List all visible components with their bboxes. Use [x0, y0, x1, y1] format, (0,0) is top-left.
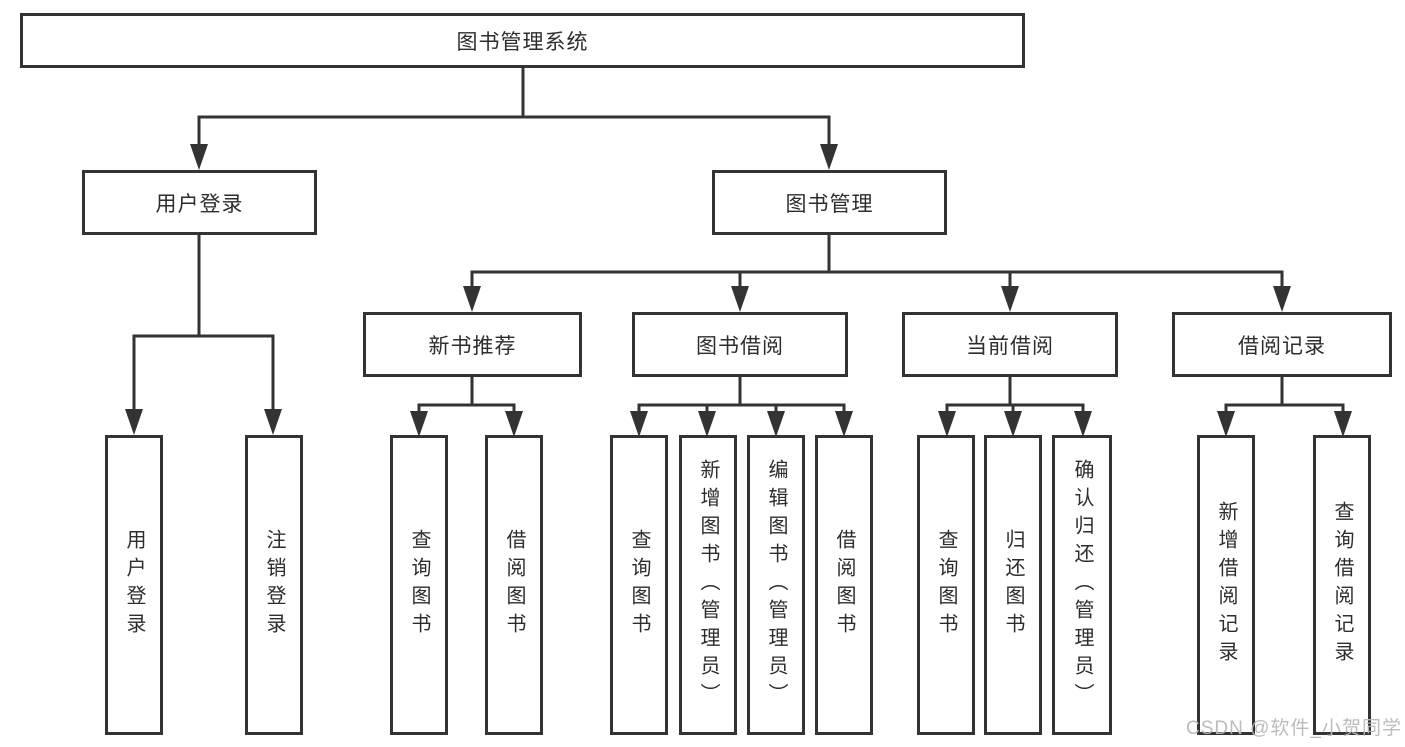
leaf-query-books-2: 查询图书 — [610, 435, 668, 735]
node-label: 图书管理 — [785, 192, 874, 216]
csdn-watermark: CSDN @软件_小贺同学 — [1186, 718, 1402, 739]
node-book-management: 图书管理 — [712, 170, 947, 235]
leaf-edit-books-admin: 编辑图书（管理员） — [747, 435, 805, 735]
leaf-label: 查询图书 — [408, 529, 430, 641]
leaf-add-borrow-record: 新增借阅记录 — [1197, 435, 1255, 735]
node-user-login: 用户登录 — [82, 170, 317, 235]
leaf-query-books-3: 查询图书 — [917, 435, 975, 735]
node-label: 当前借阅 — [966, 334, 1054, 358]
node-library-management-system: 图书管理系统 — [20, 13, 1025, 68]
node-label: 借阅记录 — [1238, 334, 1326, 358]
node-label: 新书推荐 — [428, 334, 517, 358]
leaf-label: 归还图书 — [1002, 529, 1024, 641]
node-label: 图书借阅 — [696, 334, 784, 358]
leaf-user-login: 用户登录 — [105, 435, 163, 735]
leaf-label: 新增图书（管理员） — [697, 459, 719, 711]
leaf-label: 借阅图书 — [833, 529, 855, 641]
node-borrowing-records: 借阅记录 — [1172, 312, 1392, 377]
leaf-return-books: 归还图书 — [984, 435, 1042, 735]
leaf-query-borrow-record: 查询借阅记录 — [1313, 435, 1371, 735]
leaf-label: 注销登录 — [263, 529, 285, 641]
node-label: 图书管理系统 — [456, 30, 589, 54]
leaf-label: 借阅图书 — [503, 529, 525, 641]
leaf-label: 查询图书 — [628, 529, 650, 641]
leaf-label: 查询图书 — [935, 529, 957, 641]
leaf-label: 查询借阅记录 — [1331, 501, 1353, 669]
node-book-borrowing: 图书借阅 — [632, 312, 848, 377]
leaf-add-books-admin: 新增图书（管理员） — [679, 435, 737, 735]
node-label: 用户登录 — [155, 192, 244, 216]
node-current-borrowing: 当前借阅 — [902, 312, 1118, 377]
leaf-confirm-return-admin: 确认归还（管理员） — [1052, 435, 1112, 735]
node-new-book-recommendation: 新书推荐 — [363, 312, 582, 377]
leaf-logout-login: 注销登录 — [245, 435, 303, 735]
leaf-label: 编辑图书（管理员） — [765, 459, 787, 711]
leaf-label: 新增借阅记录 — [1215, 501, 1237, 669]
leaf-label: 确认归还（管理员） — [1071, 459, 1093, 711]
leaf-borrow-books-2: 借阅图书 — [815, 435, 873, 735]
leaf-label: 用户登录 — [123, 529, 145, 641]
tree-edges — [132, 66, 1345, 415]
leaf-borrow-books-1: 借阅图书 — [485, 435, 543, 735]
leaf-query-books-1: 查询图书 — [390, 435, 448, 735]
